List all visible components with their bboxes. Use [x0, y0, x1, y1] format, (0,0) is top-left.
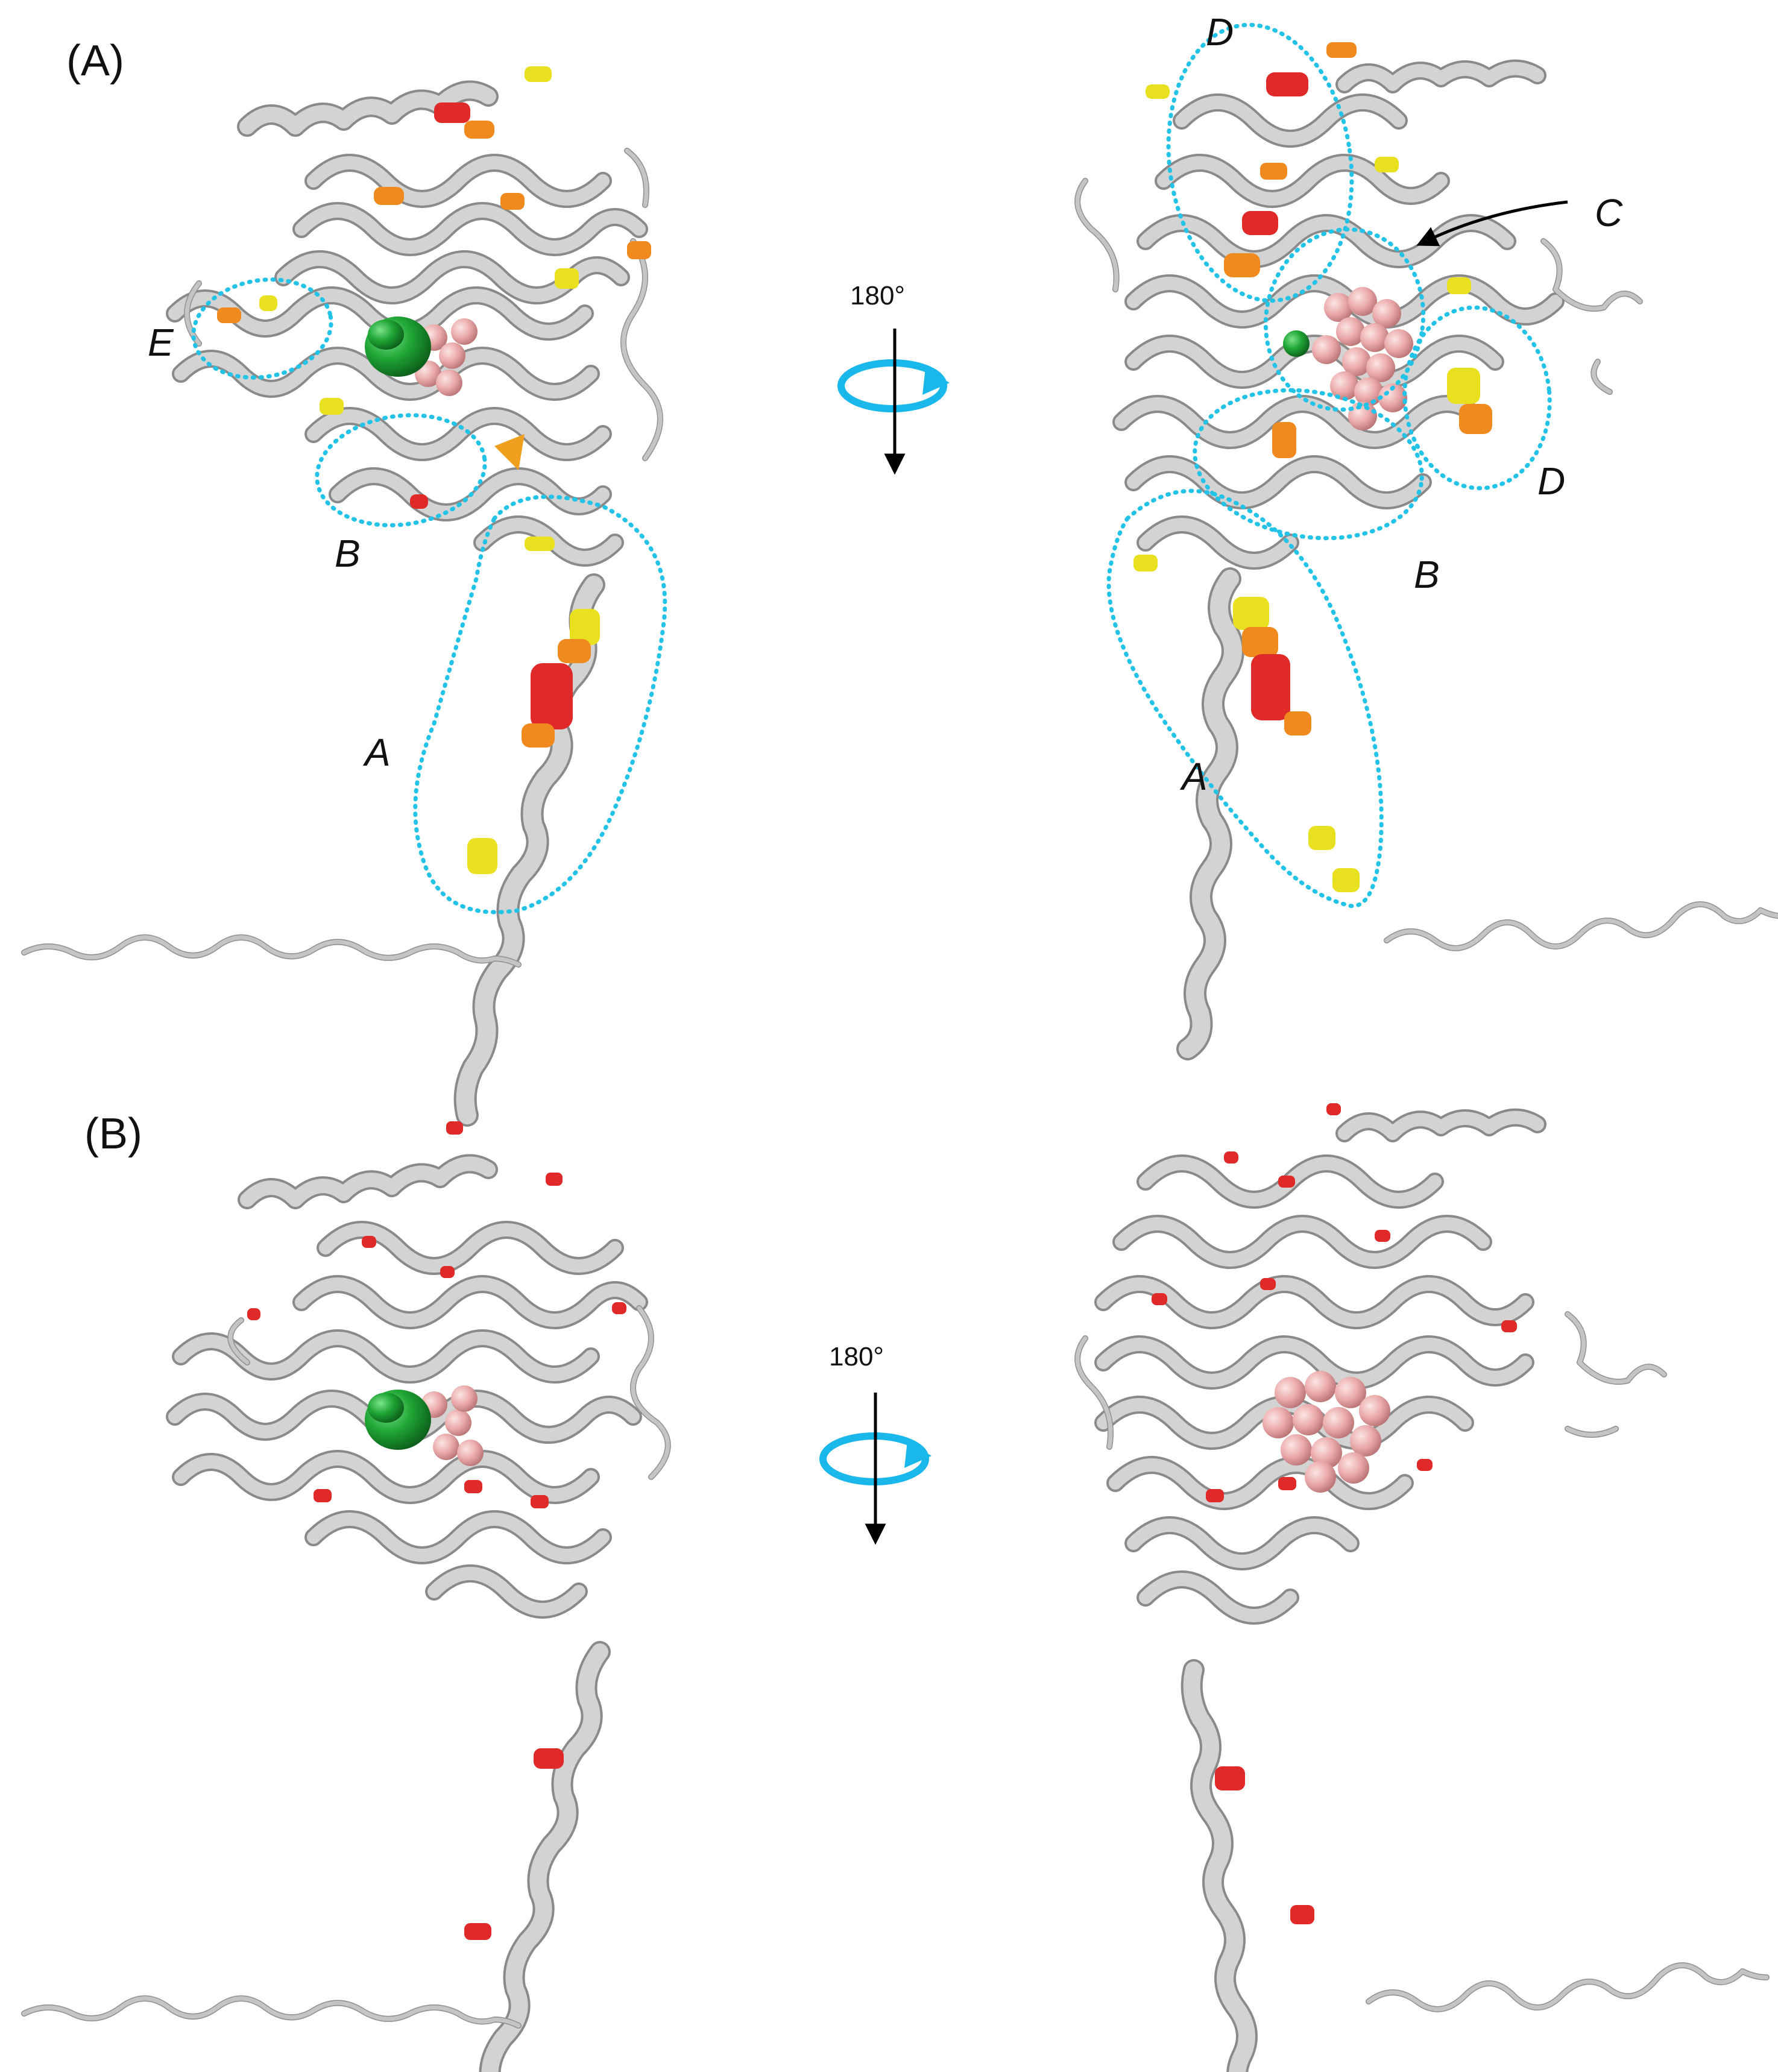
flexibility-highlights-right — [1133, 42, 1492, 572]
region-label-d-top: D — [1206, 10, 1234, 54]
ligand-pink-left — [415, 318, 478, 396]
panel-a-right-structure: D C D B A — [1074, 10, 1778, 1060]
highlight-yellow — [525, 537, 555, 551]
highlight-yellow — [320, 398, 344, 415]
transmembrane-helix-right-b — [1183, 1661, 1255, 2072]
highlight-orange — [374, 187, 404, 205]
region-a-right-outline — [1106, 488, 1384, 908]
top-helix-right — [1335, 59, 1546, 93]
rotation-indicator-a: 180° — [837, 281, 950, 475]
flexibility-highlights-left — [217, 66, 651, 551]
highlight-red — [434, 102, 470, 123]
region-label-e: E — [148, 321, 174, 364]
region-d-top-outline — [1166, 22, 1354, 303]
rotation-indicator-b: 180° — [819, 1342, 932, 1545]
rotation-arrow-icon — [837, 359, 947, 412]
region-label-a-right: A — [1179, 755, 1208, 798]
top-helix — [237, 80, 499, 137]
highlight-red — [410, 494, 428, 509]
transmembrane-helix-left — [453, 573, 605, 1127]
ligand-green-left-b — [365, 1390, 431, 1450]
ligand-pink-right — [1312, 287, 1413, 430]
region-label-b: B — [335, 532, 361, 575]
ligand-green-left — [365, 316, 431, 377]
highlight-yellow — [555, 268, 579, 289]
ligand-green-right — [1283, 330, 1310, 357]
region-a-outline — [413, 494, 667, 915]
disordered-tail-right-b — [1366, 1963, 1769, 2012]
panel-b-left-structure — [21, 1121, 671, 2072]
ligand-pink-right-b — [1263, 1371, 1390, 1493]
rotation-label-a: 180° — [850, 281, 905, 310]
disordered-tail-right — [1384, 902, 1778, 951]
highlight-orange — [464, 121, 494, 139]
region-c-pointer-arrow-icon — [1416, 200, 1568, 247]
mutation-sites-left — [247, 1121, 626, 1508]
region-b-outline — [315, 413, 487, 527]
highlight-orange — [217, 307, 241, 323]
region-d-right-outline — [1402, 305, 1552, 491]
highlight-orange — [627, 241, 651, 259]
panel-b-label: (B) — [84, 1110, 142, 1158]
panel-a: (A) — [21, 10, 1778, 1127]
mutation-sites-right — [1152, 1103, 1517, 1502]
highlight-orange-strand — [494, 434, 525, 470]
panel-b: (B) — [21, 1103, 1770, 2072]
panel-a-left-structure: E B A — [21, 66, 667, 1127]
region-label-b-right: B — [1414, 553, 1440, 596]
panel-b-right-structure — [1074, 1103, 1770, 2072]
region-e-outline — [191, 277, 333, 380]
highlight-yellow — [525, 66, 552, 82]
region-label-a: A — [362, 731, 391, 774]
region-label-c: C — [1595, 191, 1623, 235]
highlight-yellow — [259, 295, 277, 311]
region-b-right-outline — [1193, 388, 1424, 541]
region-label-d-right: D — [1537, 459, 1565, 503]
panel-a-label: (A) — [66, 37, 124, 85]
rotation-label-b: 180° — [829, 1342, 884, 1371]
transmembrane-helix-left-b — [481, 1643, 608, 2072]
highlight-orange — [500, 193, 525, 210]
disordered-tail-left-b — [22, 1996, 521, 2028]
transmembrane-helix-right — [1176, 567, 1360, 1060]
region-c-outline — [1263, 227, 1426, 412]
